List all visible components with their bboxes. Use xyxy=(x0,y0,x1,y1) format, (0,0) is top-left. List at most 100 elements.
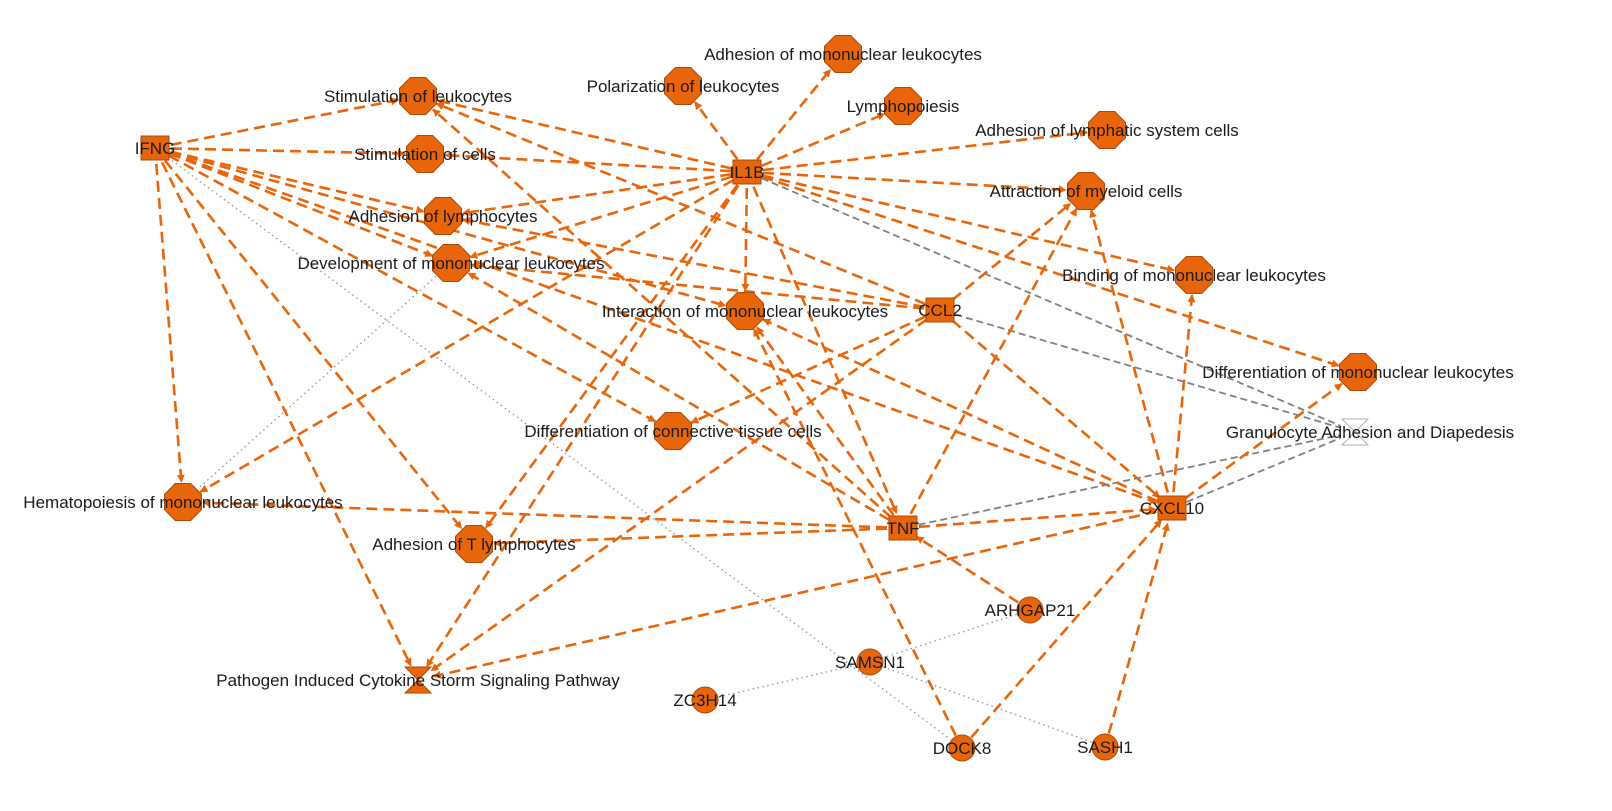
node-label-bind-mono: Binding of mononuclear leukocytes xyxy=(1062,266,1326,285)
edge-cxcl10-to-granulo xyxy=(1186,437,1341,503)
node-hema-mono[interactable] xyxy=(164,483,202,521)
edge-il1b-to-polar xyxy=(693,101,739,160)
edge-dev-mono-to-hema-mono xyxy=(197,275,437,490)
node-samsn1[interactable] xyxy=(856,648,884,676)
node-inter-mono[interactable] xyxy=(726,292,764,330)
edge-tnf-to-attr-myel xyxy=(909,207,1078,515)
node-dock8[interactable] xyxy=(948,734,976,762)
node-label-stim-leuk: Stimulation of leukocytes xyxy=(324,87,512,106)
node-ccl2[interactable] xyxy=(925,297,955,323)
node-label-ifng: IFNG xyxy=(135,139,176,158)
edge-ifng-to-dev-mono xyxy=(169,152,434,258)
node-diff-mono[interactable] xyxy=(1339,353,1377,391)
edge-il1b-to-lympho xyxy=(761,112,886,167)
edge-ifng-to-stim-leuk xyxy=(170,97,400,147)
edge-cxcl10-to-pathogen xyxy=(432,510,1157,679)
edge-dock8-to-cxcl10 xyxy=(970,519,1163,739)
node-label-lympho: Lymphopoiesis xyxy=(847,97,960,116)
edge-ifng-to-diff-conn xyxy=(168,154,657,423)
edge-ccl2-to-cxcl10 xyxy=(951,319,1161,499)
node-label-cxcl10: CXCL10 xyxy=(1140,499,1204,518)
node-pathogen[interactable] xyxy=(403,666,433,694)
node-attr-myel[interactable] xyxy=(1067,172,1105,210)
node-zc3h14[interactable] xyxy=(691,686,719,714)
edge-ccl2-to-adh-lymph xyxy=(461,217,925,309)
edge-cxcl10-to-inter-mono xyxy=(762,318,1159,503)
node-stim-leuk[interactable] xyxy=(399,77,437,115)
edge-ifng-to-adh-t xyxy=(163,159,463,530)
node-adh-lymph[interactable] xyxy=(424,197,462,235)
edge-tnf-to-inter-mono xyxy=(755,326,895,516)
edge-ccl2-to-diff-conn xyxy=(690,315,926,424)
edge-il1b-to-adh-t xyxy=(484,184,739,529)
node-label-dev-mono: Development of mononuclear leukocytes xyxy=(297,254,604,273)
edge-samsn1-to-sash1 xyxy=(882,666,1093,743)
node-label-il1b: IL1B xyxy=(730,163,765,182)
nodes-layer xyxy=(140,35,1377,762)
edge-tnf-to-hema-mono xyxy=(202,498,888,529)
edge-il1b-to-tnf xyxy=(752,186,898,515)
edge-cxcl10-to-bind-mono xyxy=(1172,294,1196,493)
node-sash1[interactable] xyxy=(1091,733,1119,761)
edge-ccl2-to-granulo xyxy=(955,313,1340,429)
node-label-diff-conn: Differentiation of connective tissue cel… xyxy=(524,422,821,441)
edge-il1b-to-adh-lsys xyxy=(762,129,1088,172)
edge-il1b-to-granulo xyxy=(761,177,1341,427)
edge-arhgap21-to-tnf xyxy=(915,535,1019,604)
edge-ifng-to-adh-lymph xyxy=(170,150,425,214)
edge-dock8-to-inter-mono xyxy=(752,328,957,737)
edge-ifng-to-cxcl10 xyxy=(169,152,1158,505)
edge-tnf-to-granulo xyxy=(918,434,1340,526)
node-label-inter-mono: Interaction of mononuclear leukocytes xyxy=(602,302,888,321)
node-diff-conn[interactable] xyxy=(654,412,692,450)
node-adh-lsys[interactable] xyxy=(1088,111,1126,149)
node-dev-mono[interactable] xyxy=(432,244,470,282)
node-label-hema-mono: Hematopoiesis of mononuclear leukocytes xyxy=(23,493,342,512)
edge-cxcl10-to-attr-myel xyxy=(1089,209,1170,493)
edge-ccl2-to-attr-myel xyxy=(951,202,1072,301)
node-polar[interactable] xyxy=(664,67,702,105)
edge-cxcl10-to-diff-mono xyxy=(1184,382,1343,500)
node-stim-cells[interactable] xyxy=(406,135,444,173)
edge-il1b-to-adh-lymph xyxy=(462,173,732,217)
edge-il1b-to-bind-mono xyxy=(762,174,1176,273)
node-label-adh-t: Adhesion of T lymphocytes xyxy=(372,535,576,554)
edge-tnf-to-cxcl10 xyxy=(918,505,1157,529)
node-tnf[interactable] xyxy=(888,515,918,541)
node-adh-mono[interactable] xyxy=(824,35,862,73)
node-label-arhgap21: ARHGAP21 xyxy=(985,601,1076,620)
node-adh-t[interactable] xyxy=(455,525,493,563)
node-bind-mono[interactable] xyxy=(1175,256,1213,294)
node-granulo[interactable] xyxy=(1340,418,1370,446)
edge-il1b-to-adh-mono xyxy=(756,68,832,161)
node-label-attr-myel: Attraction of myeloid cells xyxy=(990,182,1183,201)
edge-ifng-to-pathogen xyxy=(160,161,413,667)
edge-il1b-to-inter-mono xyxy=(741,187,750,292)
node-label-adh-lymph: Adhesion of lymphocytes xyxy=(349,207,538,226)
node-label-sash1: SASH1 xyxy=(1077,738,1133,757)
node-label-adh-lsys: Adhesion of lymphatic system cells xyxy=(975,121,1239,140)
labels-layer: IFNGIL1BCCL2TNFCXCL10ARHGAP21SAMSN1ZC3H1… xyxy=(23,45,1514,758)
node-ifng[interactable] xyxy=(140,135,170,161)
node-label-dock8: DOCK8 xyxy=(933,739,992,758)
edge-arhgap21-to-samsn1 xyxy=(883,613,1017,659)
edge-ifng-to-hema-mono xyxy=(155,163,185,483)
node-arhgap21[interactable] xyxy=(1016,596,1044,624)
node-il1b[interactable] xyxy=(732,159,762,185)
edges-layer xyxy=(155,68,1343,743)
edge-il1b-to-dev-mono xyxy=(469,175,733,259)
node-label-ccl2: CCL2 xyxy=(918,301,961,320)
edge-samsn1-to-zc3h14 xyxy=(718,664,857,698)
node-lympho[interactable] xyxy=(884,87,922,125)
node-label-adh-mono: Adhesion of mononuclear leukocytes xyxy=(704,45,982,64)
node-label-granulo: Granulocyte Adhesion and Diapedesis xyxy=(1226,423,1514,442)
node-label-pathogen: Pathogen Induced Cytokine Storm Signalin… xyxy=(216,671,620,690)
edge-tnf-to-stim-leuk xyxy=(432,108,892,519)
edge-ccl2-to-pathogen xyxy=(430,318,928,672)
node-cxcl10[interactable] xyxy=(1157,495,1187,521)
edge-ccl2-to-stim-leuk xyxy=(435,102,926,306)
node-label-stim-cells: Stimulation of cells xyxy=(354,145,496,164)
node-label-zc3h14: ZC3H14 xyxy=(673,691,736,710)
edge-tnf-to-adh-t xyxy=(493,527,888,548)
